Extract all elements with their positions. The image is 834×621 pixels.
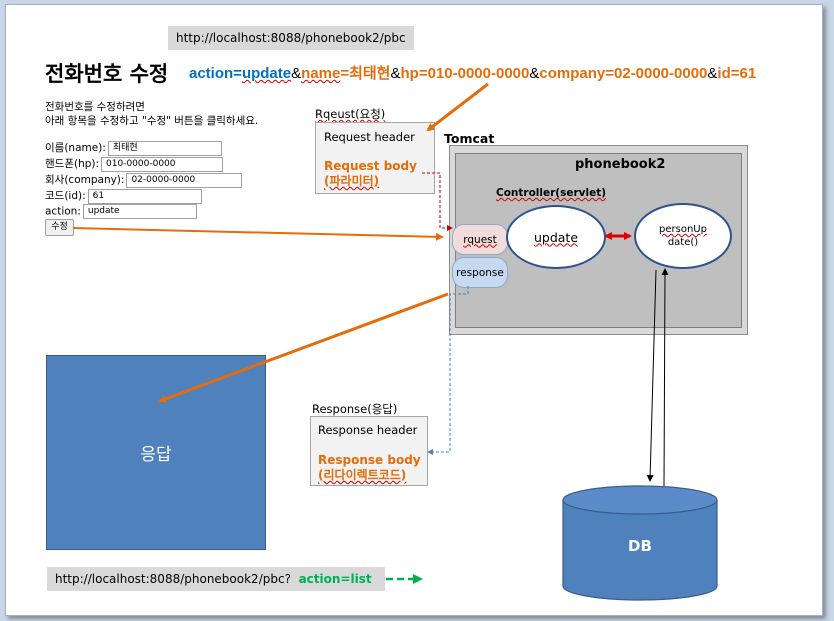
request-body: Request body (파라미터): [324, 159, 417, 189]
hp-field[interactable]: 010-0000-0000: [101, 156, 224, 172]
param-amp: &: [707, 65, 718, 82]
param-action-value: update: [241, 65, 292, 82]
form-description: 전화번호를 수정하려면 아래 항목을 수정하고 "수정" 버튼을 클릭하세요.: [45, 100, 258, 128]
company-field[interactable]: 02-0000-0000: [126, 172, 243, 188]
id-label: 코드(id):: [45, 190, 86, 202]
form-row-hp: 핸드폰(hp):010-0000-0000: [45, 156, 224, 172]
bottom-url-bar: http://localhost:8088/phonebook2/pbc? ac…: [47, 567, 385, 591]
page-title: 전화번호 수정: [45, 62, 169, 86]
param-action-key: action=: [189, 65, 242, 82]
update-servlet: update: [506, 205, 606, 269]
company-label: 회사(company):: [45, 174, 125, 186]
param-amp: &: [529, 65, 540, 82]
db-label: DB: [628, 537, 652, 555]
phonebook2-label: phonebook2: [575, 157, 666, 172]
response-body-title: Response body: [318, 453, 421, 467]
param-amp: &: [390, 65, 401, 82]
param-hp: hp=010-0000-0000: [400, 65, 530, 82]
response-body: Response body (리다이렉트코드): [318, 453, 421, 483]
form-row-id: 코드(id):61: [45, 188, 202, 204]
param-name-eq: =: [340, 65, 350, 82]
param-amp: &: [291, 65, 302, 82]
request-body-sub: (파라미터): [324, 174, 380, 188]
query-params: action=update&name=최태현&hp=010-0000-0000&…: [189, 62, 756, 83]
request-header: Request header: [324, 130, 415, 144]
id-field[interactable]: 61: [87, 188, 202, 204]
submit-button[interactable]: 수정: [45, 219, 74, 236]
form-desc-line1: 전화번호를 수정하려면: [45, 101, 145, 113]
rquest-object: rquest: [452, 224, 508, 255]
param-name-value: 최태현: [349, 65, 391, 82]
params-to-request-arrow: [426, 82, 489, 132]
param-company: company=02-0000-0000: [539, 65, 708, 82]
response-page: 응답: [46, 355, 266, 550]
response-caption: Response(응답): [312, 402, 398, 416]
request-body-dashed-arrow: [422, 172, 453, 231]
hp-label: 핸드폰(hp):: [45, 158, 100, 170]
action-label: action:: [45, 205, 81, 218]
tomcat-to-response-page-arrow: [158, 292, 449, 403]
response-body-sub: (리다이렉트코드): [318, 468, 407, 482]
request-body-title: Request body: [324, 159, 417, 173]
request-caption: Rqeust(요청): [315, 107, 386, 121]
controller-label: Controller(servlet): [496, 187, 607, 199]
from-db-arrow: [661, 268, 669, 487]
response-box: Response header Response body (리다이렉트코드): [310, 416, 428, 486]
db-cylinder: [562, 485, 718, 601]
param-name-key: name: [301, 65, 341, 82]
tomcat-label: Tomcat: [444, 131, 495, 146]
name-field[interactable]: 최태현: [107, 140, 222, 156]
form-row-action: action:update: [45, 204, 197, 219]
response-dashed-arrow: [427, 286, 469, 455]
form-row-name: 이름(name):최태현: [45, 140, 222, 156]
name-label: 이름(name):: [45, 142, 106, 154]
response-object: response: [452, 257, 508, 288]
form-desc-line2: 아래 항목을 수정하고 "수정" 버튼을 클릭하세요.: [45, 115, 259, 127]
top-url-bar: http://localhost:8088/phonebook2/pbc: [168, 26, 414, 50]
submit-to-rquest-arrow: [72, 227, 444, 241]
request-box: Request header Request body (파라미터): [315, 122, 435, 194]
param-id: id=61: [717, 65, 757, 82]
response-header: Response header: [318, 423, 418, 437]
form-row-company: 회사(company):02-0000-0000: [45, 172, 243, 188]
to-db-arrow: [646, 269, 657, 482]
action-field[interactable]: update: [82, 204, 197, 219]
